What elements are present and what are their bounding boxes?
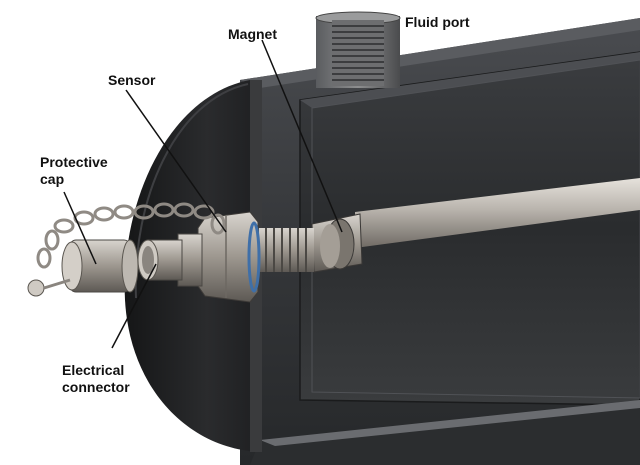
label-protective-cap-line-1: Protective	[40, 154, 108, 170]
sensor-rod	[355, 178, 640, 248]
label-fluid-port: Fluid port	[405, 14, 470, 30]
leader-line-electrical-connector	[111, 263, 157, 349]
leader-line-sensor	[125, 89, 227, 233]
label-protective-cap-line-2: cap	[40, 171, 65, 187]
label-electrical-connector-line-2: connector	[62, 379, 130, 395]
cylinder-body	[240, 18, 640, 465]
label-electrical-connector-line-1: Electrical	[62, 362, 125, 378]
fluid-port	[315, 11, 401, 88]
leader-lines	[63, 39, 343, 349]
label-protective-cap: Protective cap	[40, 154, 108, 188]
electrical-connector	[137, 239, 183, 281]
protective-cap	[27, 239, 139, 297]
magnet-ring	[311, 213, 363, 273]
cap-chain	[36, 202, 226, 269]
label-magnet: Magnet	[228, 26, 277, 42]
label-sensor: Sensor	[108, 72, 156, 88]
leader-line-protective-cap	[63, 191, 97, 265]
label-electrical-connector: Electrical connector	[62, 362, 130, 396]
leader-line-magnet	[261, 39, 343, 233]
